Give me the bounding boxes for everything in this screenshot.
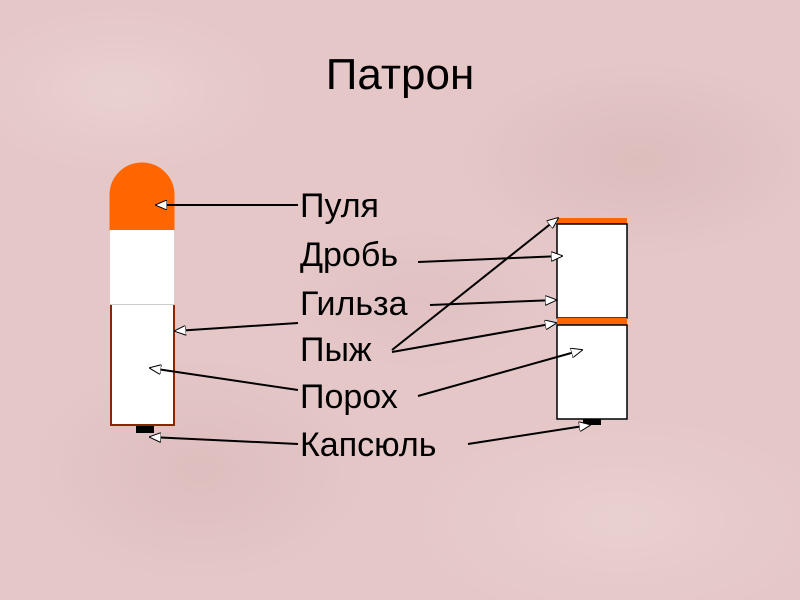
label-powder: Порох (300, 378, 398, 416)
top-wad (557, 218, 627, 224)
primer-left (136, 426, 154, 433)
middle-wad (557, 318, 627, 325)
arrow-primer-right (467, 425, 590, 445)
arrow-powder-left (150, 368, 299, 391)
case-lower (110, 305, 175, 426)
label-shot: Дробь (300, 236, 399, 274)
arrow-wad-top (391, 218, 558, 351)
arrow-wad-middle (391, 323, 556, 353)
shot-cartridge (556, 218, 628, 425)
primer-right (583, 419, 601, 425)
page-title: Патрон (325, 50, 475, 99)
bullet-cartridge (109, 162, 175, 433)
label-wad: Пыж (300, 331, 372, 369)
case-upper (110, 230, 174, 305)
arrow-case-left (175, 322, 299, 331)
label-bullet: Пуля (300, 187, 379, 225)
powder-chamber (556, 324, 628, 420)
shot-chamber (556, 223, 628, 319)
arrow-powder-right (417, 350, 582, 397)
arrow-shot (417, 256, 562, 263)
arrow-primer-left (150, 437, 299, 445)
label-case: Гильза (300, 285, 408, 323)
bullet-shape (109, 162, 175, 231)
label-primer: Капсюль (300, 426, 437, 464)
